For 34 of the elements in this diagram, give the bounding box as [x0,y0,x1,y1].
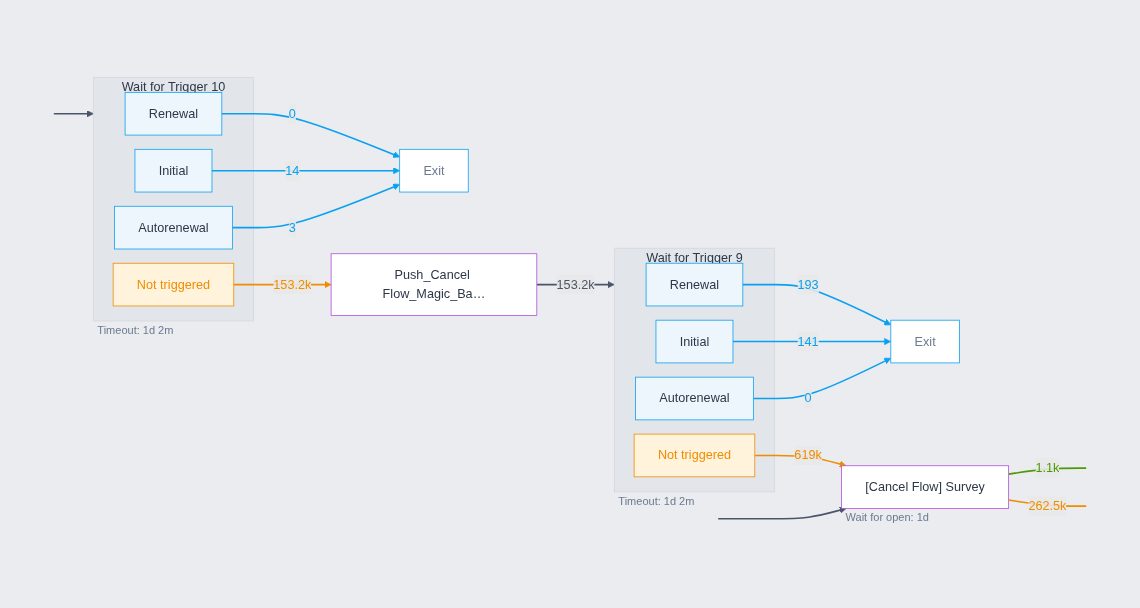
node-box: Initial [134,148,213,193]
edge-label: 619k [794,448,822,462]
node-box: Exit [399,148,469,193]
node-box: Autorenewal [114,205,233,250]
node-box: Push_Cancel Flow_Magic_Ba… [330,253,538,316]
arrow [752,357,892,400]
node-note: Timeout: 1d 2m [97,324,174,336]
arrow [231,183,400,229]
edge-label: 141 [797,334,819,348]
arrow [717,506,847,520]
edge-label: 153.2k [273,277,312,291]
edge-label: 153.2k [556,277,595,291]
node-box: [Cancel Flow] Survey [841,465,1010,509]
edge-label: 0 [804,391,812,405]
edge-label: 0 [288,106,296,121]
node-box: Not triggered [112,262,235,307]
arrow [742,283,892,326]
node-note: Wait for open: 1d [845,511,929,524]
node-note: Timeout: 1d 2m [618,494,695,507]
node-box: Initial [655,319,734,364]
arrow [732,338,892,346]
arrow [211,167,400,175]
arrow [221,112,400,158]
node-box: Not triggered [633,433,756,478]
arrow [53,110,94,118]
node-box: Exit [890,319,960,364]
edge-label: 193 [797,277,819,291]
node-box: Autorenewal [635,376,754,421]
edge-label: 3 [288,220,296,234]
node-box: Renewal [645,262,744,307]
edge-label: 1.1k [1035,461,1060,475]
edge-label: 14 [285,163,300,178]
edge-label: 262.5k [1028,499,1067,513]
node-box: Renewal [124,92,223,136]
